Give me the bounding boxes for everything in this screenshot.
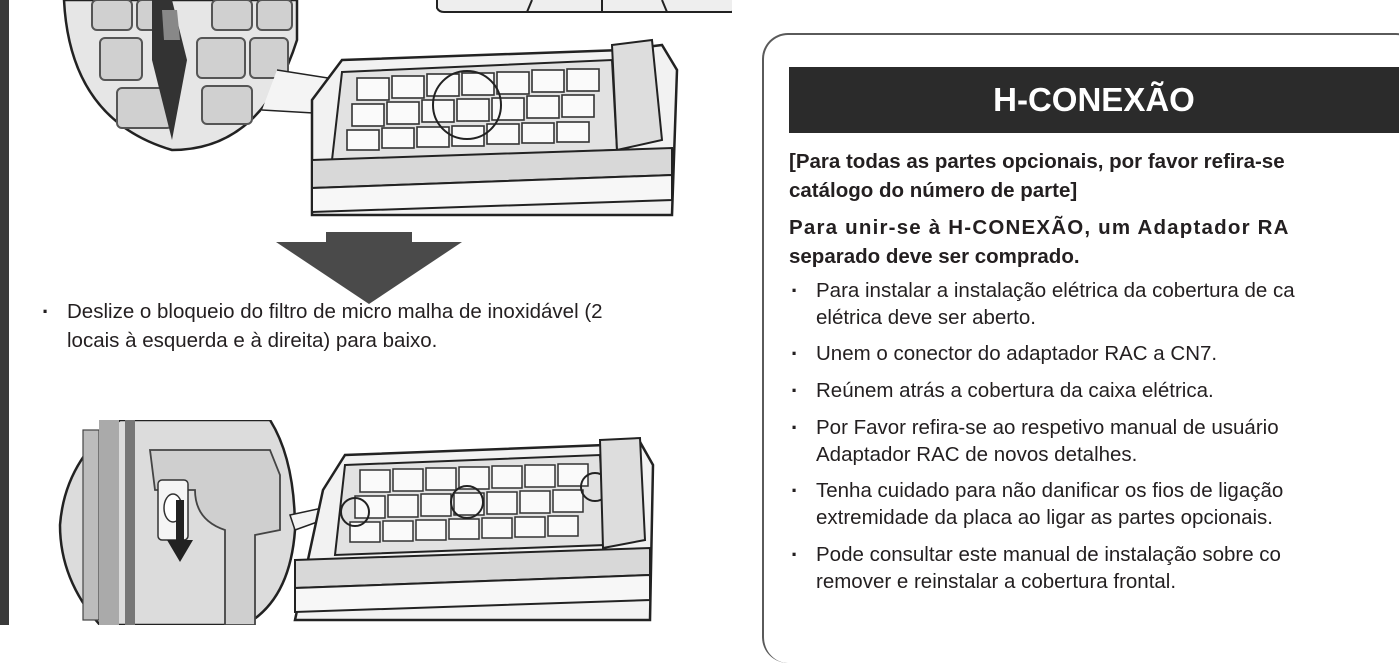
note-line-2: catálogo do número de parte] — [789, 179, 1078, 202]
list-item: Unem o conector do adaptador RAC a CN7. — [789, 340, 1217, 367]
list-item-line-1: Para instalar a instalação elétrica da c… — [816, 279, 1295, 302]
down-arrow-icon — [276, 232, 462, 304]
panel-title: H-CONEXÃO — [789, 67, 1399, 133]
subhead-line-2: separado deve ser comprado. — [789, 245, 1080, 268]
indoor-unit-filter-illustration — [62, 0, 732, 217]
list-item-line-2: remover e reinstalar a cobertura frontal… — [816, 570, 1177, 593]
list-item-line-1: Tenha cuidado para não danificar os fios… — [816, 479, 1284, 502]
list-item-line-1: Unem o conector do adaptador RAC a CN7. — [816, 342, 1218, 365]
lock-detail-circle — [58, 420, 297, 625]
magnified-detail-circle — [62, 0, 299, 152]
indoor-unit-drawing — [310, 38, 679, 217]
indoor-unit-drawing-2 — [293, 436, 655, 622]
adapter-requirement-heading: Para unir-se à H-CONEXÃO, um Adaptador R… — [789, 213, 1290, 271]
subhead-line-1: Para unir-se à H-CONEXÃO, um Adaptador R… — [789, 216, 1290, 239]
list-item-line-2: elétrica deve ser aberto. — [816, 306, 1036, 329]
optional-parts-note: [Para todas as partes opcionais, por fav… — [789, 147, 1285, 205]
list-item: Pode consultar este manual de instalação… — [789, 541, 1281, 595]
page-edge-bar — [0, 0, 9, 625]
instruction-line-1: Deslize o bloqueio do filtro de micro ma… — [67, 300, 603, 323]
list-item: Para instalar a instalação elétrica da c… — [789, 277, 1295, 331]
h-conexao-panel — [762, 33, 1399, 663]
list-item-line-2: Adaptador RAC de novos detalhes. — [816, 443, 1138, 466]
filter-lock-instruction: Deslize o bloqueio do filtro de micro ma… — [40, 297, 767, 355]
list-item-line-2: extremidade da placa ao ligar as partes … — [816, 506, 1273, 529]
list-item-line-1: Reúnem atrás a cobertura da caixa elétri… — [816, 379, 1214, 402]
list-item: Reúnem atrás a cobertura da caixa elétri… — [789, 377, 1214, 404]
filter-lock-slide-illustration — [58, 420, 655, 625]
note-line-1: [Para todas as partes opcionais, por fav… — [789, 150, 1285, 173]
list-item: Por Favor refira-se ao respetivo manual … — [789, 414, 1279, 468]
list-item-line-1: Por Favor refira-se ao respetivo manual … — [816, 416, 1279, 439]
instruction-line-2: locais à esquerda e à direita) para baix… — [67, 329, 438, 352]
list-item: Tenha cuidado para não danificar os fios… — [789, 477, 1283, 531]
list-item-line-1: Pode consultar este manual de instalação… — [816, 543, 1281, 566]
